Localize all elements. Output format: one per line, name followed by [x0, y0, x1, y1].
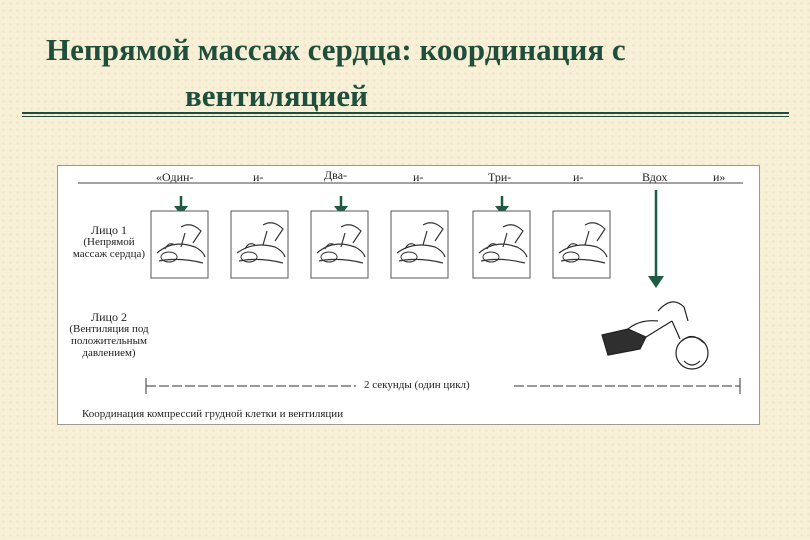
diagram-graphics: [78, 182, 743, 394]
person-2-label: Лицо 2 (Вентиляция под положительным дав…: [64, 311, 154, 359]
person-1-label: Лицо 1 (Непрямой массаж сердца): [64, 224, 154, 260]
count-word-7: Вдох: [642, 170, 668, 184]
title-underline-thin: [22, 116, 789, 117]
timeline-label: 2 секунды (один цикл): [364, 379, 470, 391]
count-word-3: Два-: [324, 168, 348, 182]
slide-title-line-1: Непрямой массаж сердца: координация с: [46, 32, 626, 67]
count-word-8: и»: [713, 170, 726, 184]
person-1-title: Лицо 1: [91, 223, 127, 237]
timeline: [145, 378, 741, 394]
count-word-6: и-: [573, 170, 584, 184]
person-1-note-line-2: массаж сердца): [72, 248, 146, 260]
count-word-5: Три-: [488, 170, 512, 184]
ventilation-illustration: [601, 301, 709, 370]
diagram-caption: Координация компрессий грудной клетки и …: [82, 408, 344, 420]
compression-frames: [150, 210, 611, 279]
person-1-note-line-1: (Непрямой: [83, 236, 135, 248]
slide-title-line-2: вентиляцией: [185, 78, 368, 113]
mask-outline: [671, 320, 705, 366]
person-2-title: Лицо 2: [91, 310, 127, 324]
person-2-note-line-1: (Вентиляция под: [69, 323, 149, 335]
person-2-note-line-2: положительным: [71, 335, 147, 347]
diagram-panel: «Один- и- Два- и- Три- и- Вдох и» Лицо 1…: [57, 165, 760, 425]
compression-frame-6: [552, 210, 611, 279]
ventilation-hands: [627, 301, 689, 338]
person-2-note-line-3: давлением): [82, 347, 136, 359]
compression-frame-4: [390, 210, 449, 279]
count-word-1: «Один-: [156, 170, 194, 184]
count-word-4: и-: [413, 170, 424, 184]
compression-frame-3: [310, 210, 369, 279]
compression-frame-5: [472, 210, 531, 279]
compression-frame-1: [150, 210, 209, 279]
count-word-2: и-: [253, 170, 264, 184]
title-underline: [22, 112, 789, 114]
compression-frame-2: [230, 210, 289, 279]
arrow-breath-head: [648, 276, 664, 288]
ventilation-bag: [601, 328, 647, 356]
